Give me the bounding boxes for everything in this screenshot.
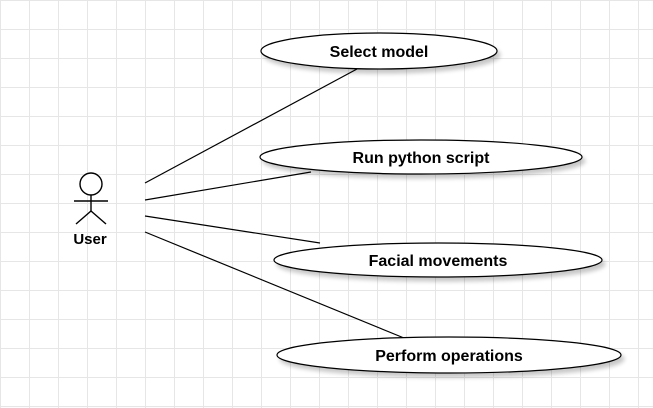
usecase-facial-movements[interactable]: Facial movements [273,242,603,278]
association-perform-operations [144,231,405,339]
actor-head [79,172,103,196]
actor-left-leg [75,210,92,225]
usecase-ellipse [276,336,622,374]
usecase-label: Select model [330,44,429,61]
association-lines [144,68,405,339]
actor-right-leg [90,210,107,225]
association-select-model [144,68,358,184]
usecase-ellipse [259,139,583,175]
association-facial-movements [144,215,321,244]
usecase-ellipse [260,32,498,70]
usecase-select-model[interactable]: Select model [260,32,498,70]
actor-label: User [73,231,107,248]
usecase-run-python-script[interactable]: Run python script [259,139,583,175]
usecase-perform-operations[interactable]: Perform operations [276,336,622,374]
usecase-label: Facial movements [369,253,508,270]
usecase-label: Perform operations [375,348,523,365]
association-run-python-script [144,171,312,201]
usecase-label: Run python script [353,150,491,167]
actor-user[interactable] [74,172,108,225]
usecase-ellipse [273,242,603,278]
